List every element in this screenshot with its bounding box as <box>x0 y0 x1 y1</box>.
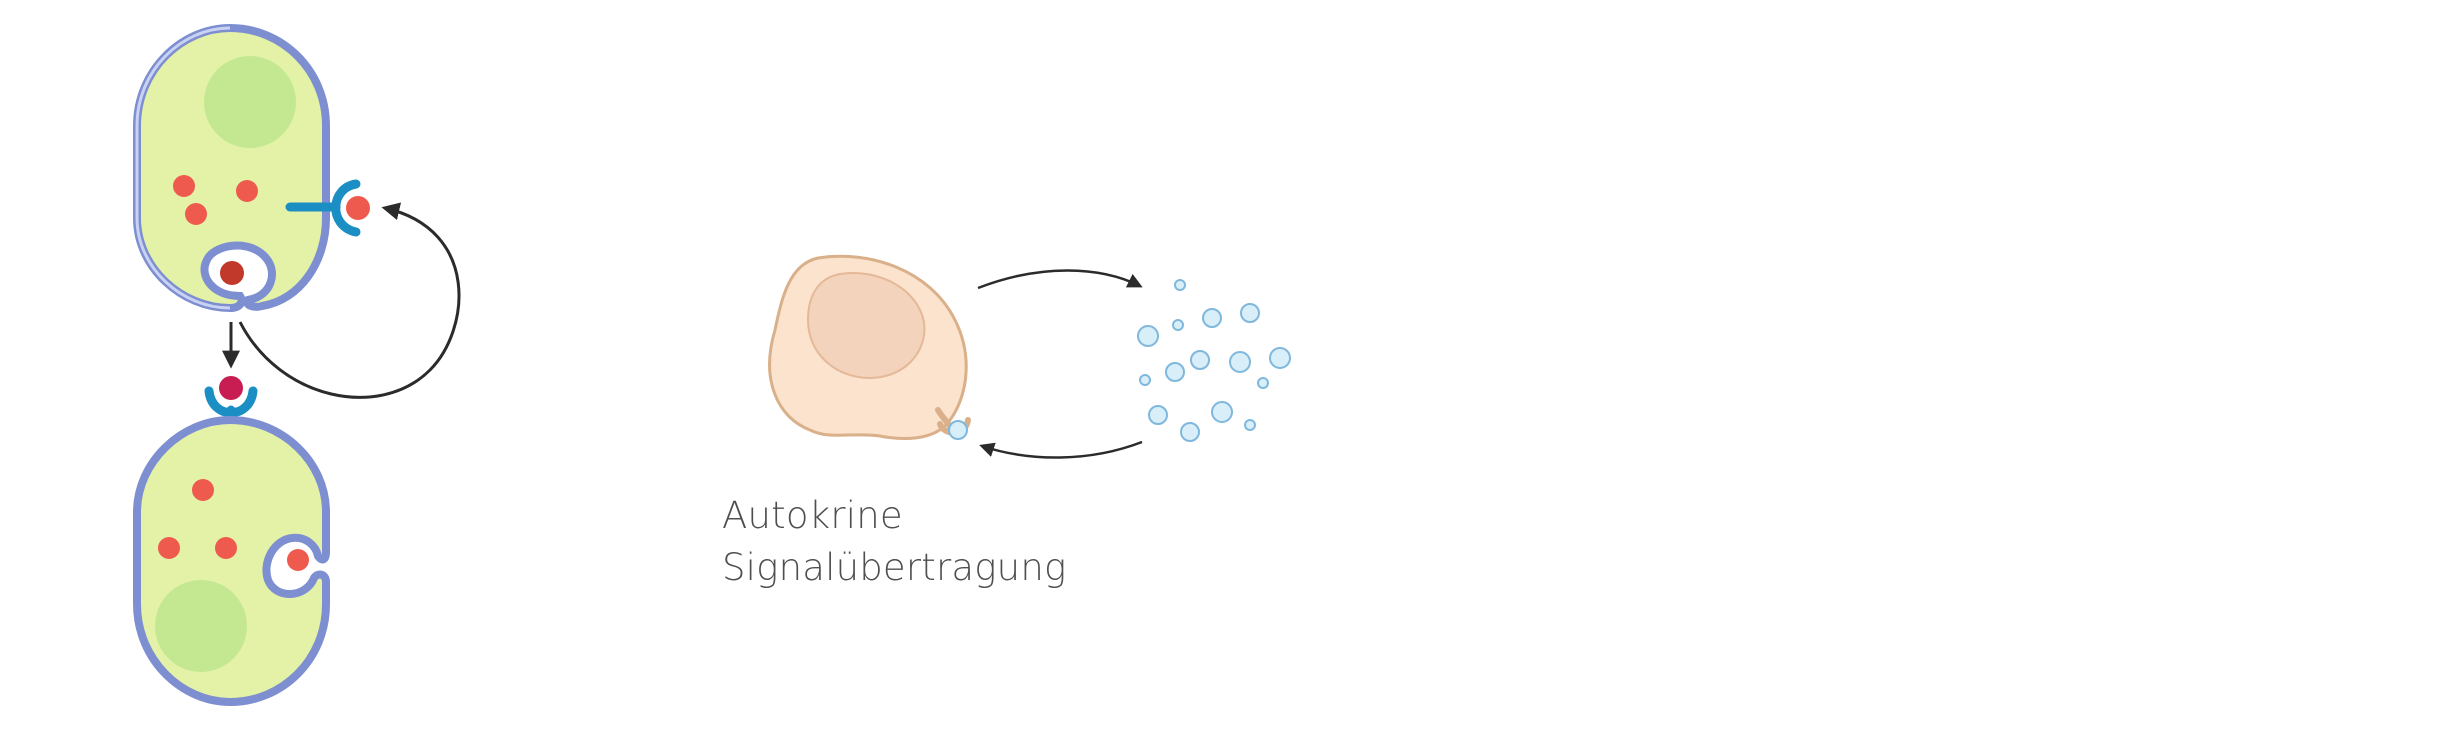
bound-molecule <box>948 420 968 440</box>
vesicle-molecule <box>287 549 309 571</box>
molecule <box>1257 377 1269 389</box>
bound-signal-molecule <box>346 196 370 220</box>
molecule <box>1148 405 1168 425</box>
feedback-arrow <box>238 202 461 399</box>
binding-arrow <box>979 440 1143 459</box>
molecule <box>1165 362 1185 382</box>
molecule <box>1269 347 1291 369</box>
vesicle-molecule <box>220 261 244 285</box>
caption-line-2: Signalübertragung <box>722 546 1067 589</box>
molecule <box>1174 279 1186 291</box>
signal-molecule <box>158 537 180 559</box>
signal-molecule <box>215 537 237 559</box>
molecule <box>1244 419 1256 431</box>
molecule <box>1172 319 1184 331</box>
autocrine-nucleus <box>806 272 926 380</box>
molecule <box>1202 308 1222 328</box>
molecule <box>1229 351 1251 373</box>
molecule <box>1137 325 1159 347</box>
bound-ligand <box>219 376 243 400</box>
top-cell-nucleus <box>204 56 296 148</box>
molecule <box>1180 422 1200 442</box>
autocrine-receptor <box>935 407 971 440</box>
signal-molecule <box>236 180 258 202</box>
molecule <box>1190 350 1210 370</box>
signal-molecule <box>173 175 195 197</box>
autocrine-cell <box>768 254 971 440</box>
signaling-molecules <box>1137 279 1291 442</box>
molecule <box>1211 401 1233 423</box>
molecule <box>1139 374 1151 386</box>
bottom-cell-nucleus <box>155 580 247 672</box>
caption-line-1: Autokrine <box>722 494 903 537</box>
top-cell <box>133 23 370 313</box>
bottom-cell <box>133 376 330 707</box>
signal-molecule <box>185 203 207 225</box>
receptor-top <box>285 179 370 237</box>
secretion-arrow <box>977 269 1143 290</box>
autocrine-caption: Autokrine Signalübertragung <box>722 490 1066 594</box>
molecule <box>1240 303 1260 323</box>
signal-molecule <box>192 479 214 501</box>
